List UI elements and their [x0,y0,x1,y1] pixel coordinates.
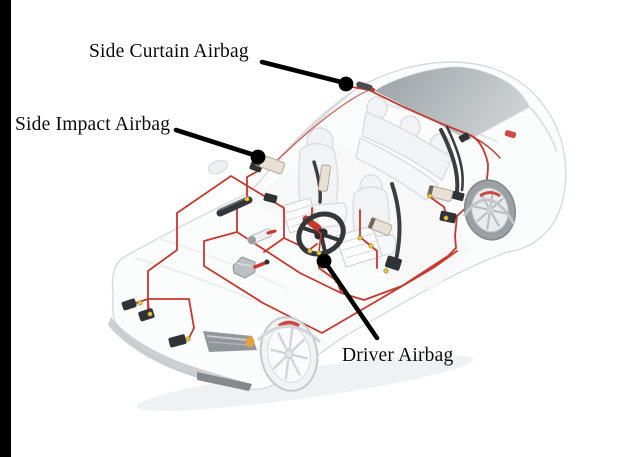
harness-hood-loop [147,175,285,311]
driver-leader-dot [316,253,332,269]
rear-wheel-arch [462,198,516,225]
door-sill-sensor-bar [216,196,253,217]
rear-glass-line [529,106,558,153]
curtain-airbag-tube [356,81,375,92]
harness-rear-branch [469,134,501,159]
curtain-leader-line [259,59,344,85]
front-sensor-3 [168,334,187,348]
annotation-dots [250,76,354,269]
front-wheel-arch [256,325,322,344]
impact-sensors [121,132,470,348]
driver-airbag-label: Driver Airbag [342,345,454,366]
front-wheel-spokes [270,328,308,380]
harness-floor-loop [236,231,457,301]
rear-bench-seat [355,96,453,201]
side-impact-airbag-label: Side Impact Airbag [15,114,171,135]
rear-wheel [462,179,516,241]
seat-belts [312,125,464,262]
belt-retractor [385,255,402,271]
wing-mirror [207,159,229,175]
chin-spoiler [197,372,252,391]
rear-brake-caliper [479,191,501,198]
inflator-cylinder [247,228,277,245]
hood-crease-2 [157,237,289,290]
headlight [203,331,257,352]
curtain-leader-dot [338,76,354,92]
side-curtain-airbag-label: Side Curtain Airbag [89,41,249,62]
cpillar-connector [458,132,470,143]
left-black-bar [0,0,11,457]
harness-windshield-edge [269,89,370,168]
airbag-control-unit [232,256,270,279]
seat-side-module [317,164,332,192]
headlight-amber-lens [245,336,255,348]
steering-wheel [296,211,346,257]
harness-right-floor [359,209,378,269]
tail-light [504,130,517,139]
harness-connectors [137,193,449,342]
module-connector-rear [451,190,465,202]
front-brake-caliper [277,320,301,328]
annotation-arrows [173,59,380,341]
roof-glass [373,66,531,142]
door-sensor-box [263,192,278,204]
driver-leader-line [324,262,380,341]
front-wheel [256,316,322,392]
impact-leader-line [173,127,257,158]
impact-leader-dot [250,149,266,165]
front-sensor-1 [121,298,137,311]
